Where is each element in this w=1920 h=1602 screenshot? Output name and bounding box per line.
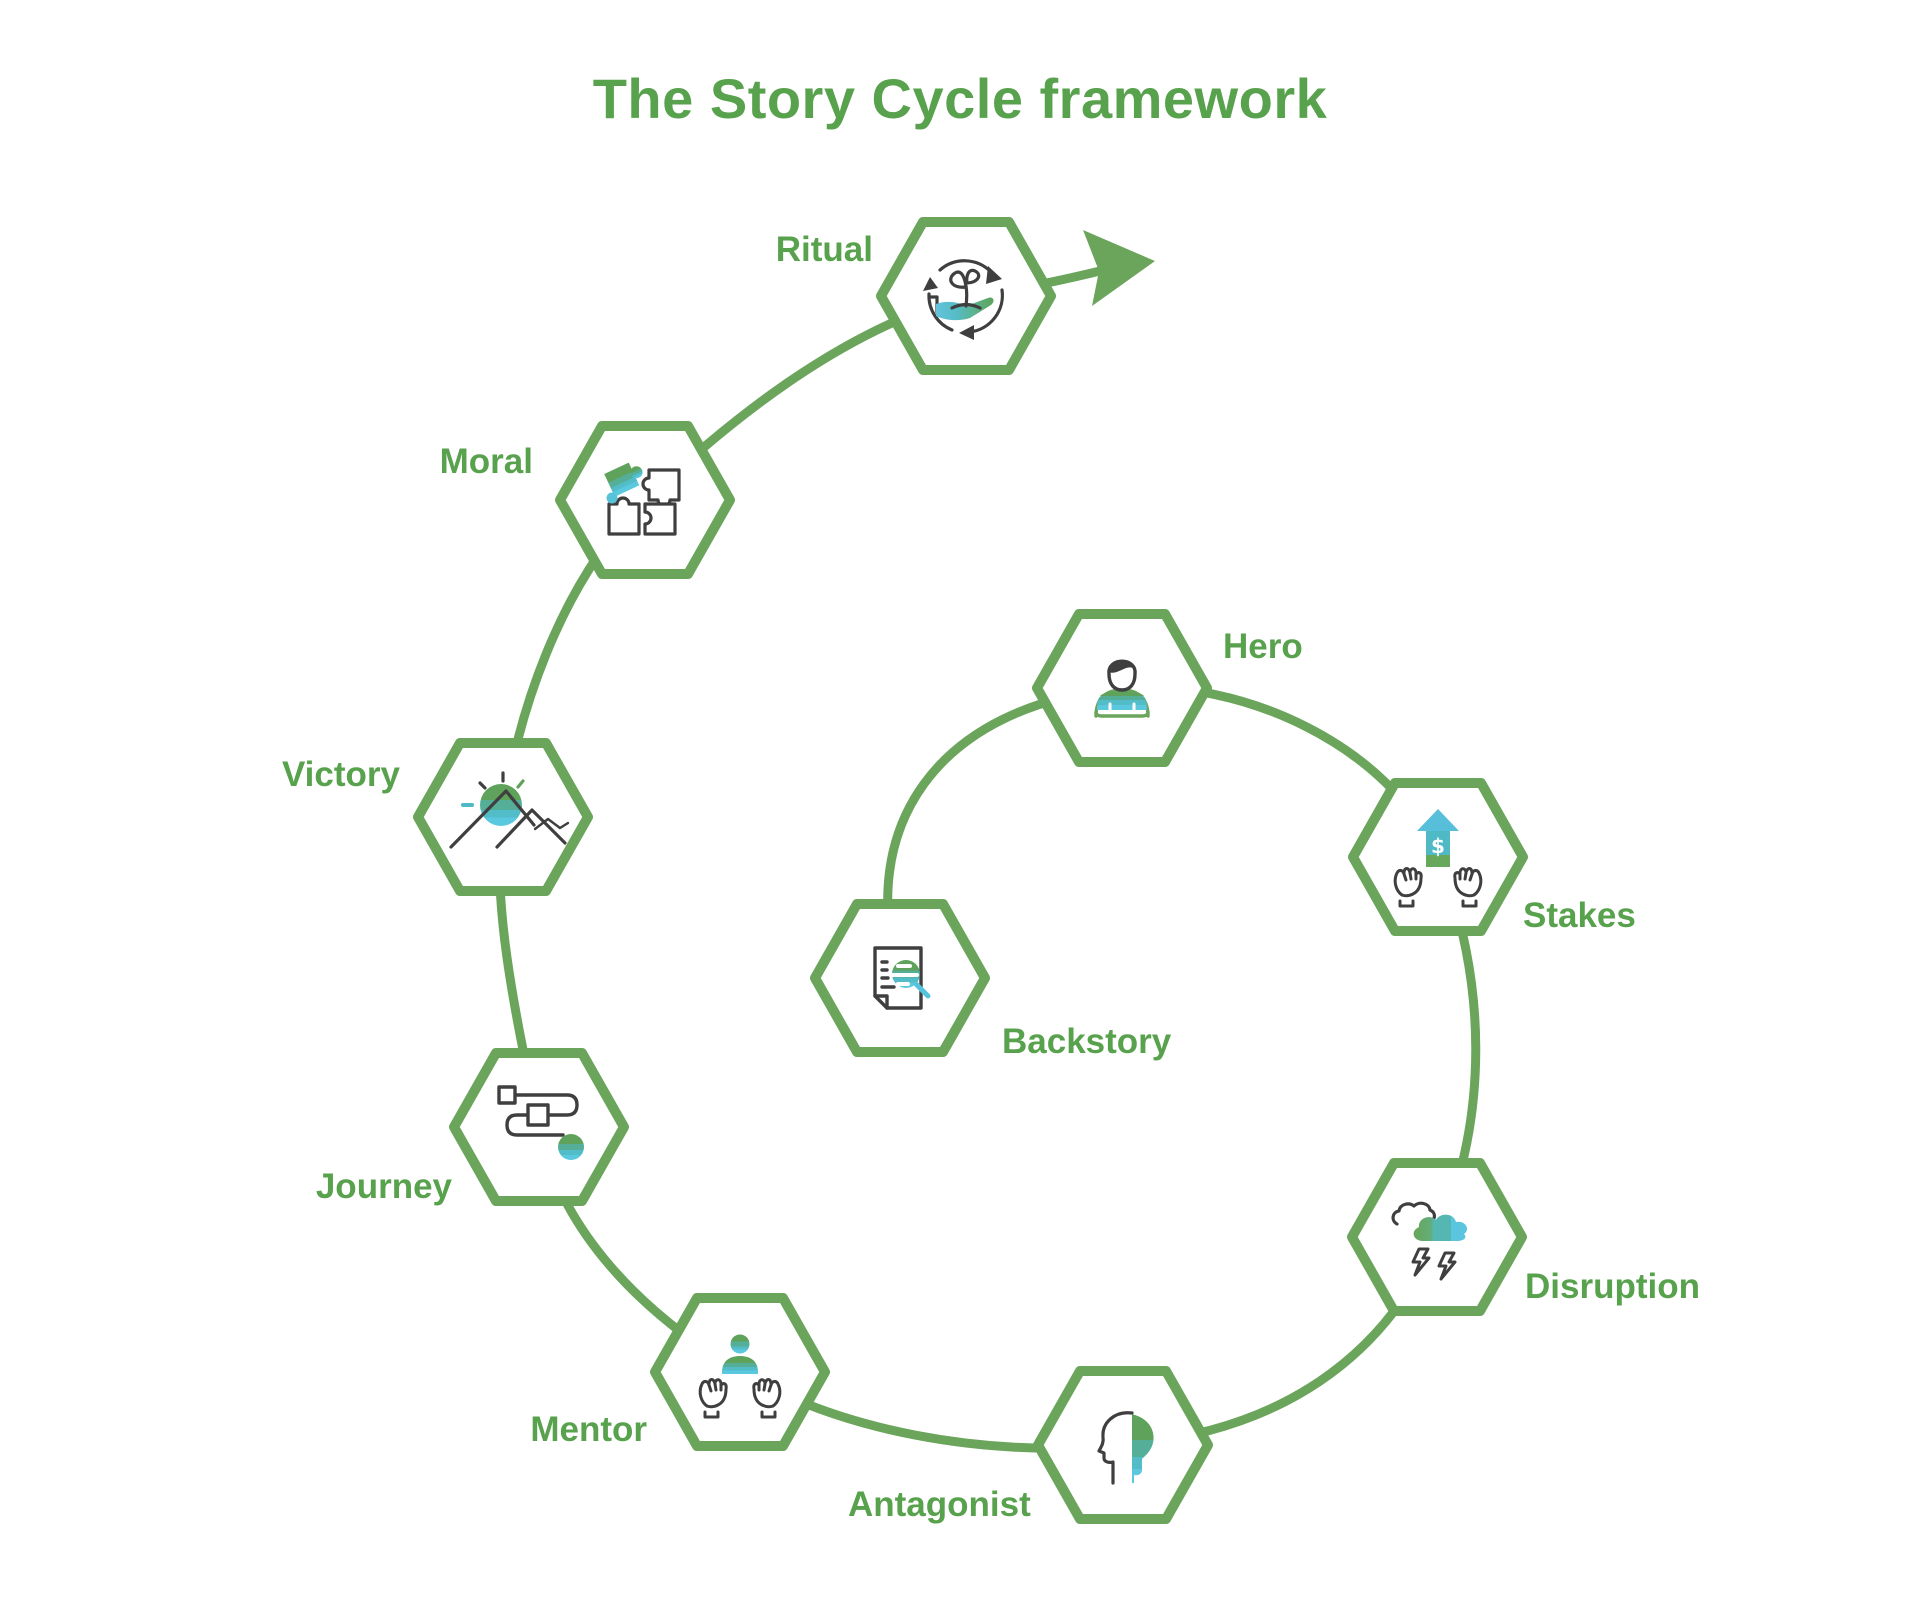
hexagon-victory (413, 738, 593, 896)
hero-bust-icon (1094, 659, 1150, 718)
label-victory: Victory (281, 755, 400, 794)
puzzle-icon (604, 462, 681, 536)
label-backstory: Backstory (1002, 1022, 1172, 1061)
label-journey: Journey (315, 1167, 452, 1206)
label-stakes: Stakes (1523, 896, 1636, 935)
hexagon-moral (555, 421, 735, 579)
label-antagonist: Antagonist (848, 1485, 1031, 1524)
hexagon-disruption (1347, 1158, 1527, 1316)
hexagon-shape (449, 1048, 629, 1206)
label-disruption: Disruption (1525, 1267, 1700, 1306)
label-moral: Moral (439, 442, 533, 481)
dual-head-profile-icon (1097, 1411, 1154, 1485)
page-title: The Story Cycle framework (592, 67, 1328, 130)
arrow-head-icon (1083, 230, 1155, 306)
sunrise-mountain-icon (449, 771, 570, 849)
hexagon-hero (1032, 609, 1212, 767)
hands-person-icon (698, 1334, 782, 1419)
hexagon-mentor (650, 1293, 830, 1451)
hexagon-backstory (810, 899, 990, 1057)
hexagon-antagonist (1033, 1366, 1213, 1524)
growth-cycle-hand-icon (923, 259, 1004, 340)
dollar-symbol: $ (1431, 834, 1445, 858)
hexagon-shape (555, 421, 735, 579)
label-hero: Hero (1223, 627, 1303, 666)
hexagon-journey (449, 1048, 629, 1206)
hexagon-stakes: $ (1348, 778, 1528, 936)
hands-dollar-arrow-icon: $ (1393, 809, 1483, 908)
label-ritual: Ritual (775, 230, 873, 269)
document-search-icon (873, 946, 931, 1010)
storm-clouds-lightning-icon (1391, 1201, 1468, 1281)
label-mentor: Mentor (530, 1410, 647, 1449)
hexagon-ritual (876, 217, 1056, 375)
flowchart-path-icon (497, 1085, 584, 1160)
